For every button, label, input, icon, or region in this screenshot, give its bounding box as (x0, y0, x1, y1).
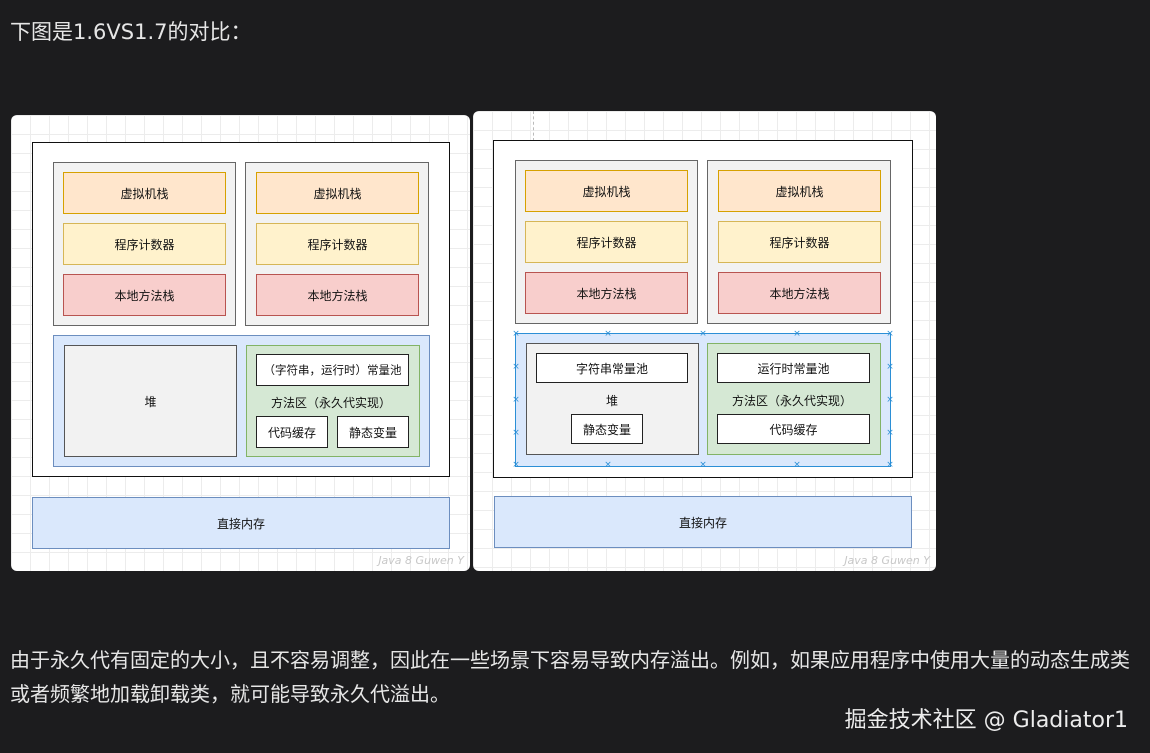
selection-handle-icon[interactable]: × (512, 362, 520, 372)
guide-line (533, 111, 534, 141)
direct-memory: 直接内存 (494, 496, 912, 548)
runtime-constant-pool: 运行时常量池 (717, 353, 870, 383)
pc-register: 程序计数器 (256, 223, 419, 265)
method-area-label: 方法区（永久代实现） (271, 396, 392, 410)
watermark: Java 8 Guwen Y (378, 554, 464, 567)
native-method-stack: 本地方法栈 (525, 272, 688, 314)
vm-stack: 虚拟机栈 (718, 170, 881, 212)
selection-handle-icon[interactable]: × (512, 329, 520, 339)
code-cache: 代码缓存 (717, 414, 870, 444)
selection-handle-icon[interactable]: × (886, 329, 894, 339)
method-area-label: 方法区（永久代实现） (732, 394, 853, 408)
thread-1: 虚拟机栈 程序计数器 本地方法栈 (53, 162, 236, 326)
shared-memory-area: 堆 （字符串，运行时）常量池 方法区（永久代实现） 代码缓存 静态变量 (53, 335, 430, 467)
page-heading: 下图是1.6VS1.7的对比： (10, 20, 252, 44)
native-method-stack: 本地方法栈 (256, 274, 419, 316)
method-area-permgen: （字符串，运行时）常量池 方法区（永久代实现） 代码缓存 静态变量 (246, 345, 420, 457)
heap: 字符串常量池 堆 静态变量 (526, 343, 699, 455)
method-area-permgen: 运行时常量池 方法区（永久代实现） 代码缓存 (707, 343, 881, 455)
selection-handle-icon[interactable]: × (793, 329, 801, 339)
direct-memory: 直接内存 (32, 497, 450, 549)
vm-stack: 虚拟机栈 (63, 172, 226, 214)
vm-stack: 虚拟机栈 (256, 172, 419, 214)
shared-memory-area: 字符串常量池 堆 静态变量 运行时常量池 方法区（永久代实现） 代码缓存 × ×… (512, 329, 894, 470)
jvm-runtime-frame: 虚拟机栈 程序计数器 本地方法栈 虚拟机栈 程序计数器 本地方法栈 字符串常量池… (493, 140, 913, 478)
selection-handle-icon[interactable]: × (512, 428, 520, 438)
vm-stack: 虚拟机栈 (525, 170, 688, 212)
selection-handle-icon[interactable]: × (604, 460, 612, 470)
static-variables: 静态变量 (571, 414, 643, 444)
selection-handle-icon[interactable]: × (699, 460, 707, 470)
native-method-stack: 本地方法栈 (63, 274, 226, 316)
thread-2: 虚拟机栈 程序计数器 本地方法栈 (245, 162, 429, 326)
selection-handle-icon[interactable]: × (512, 460, 520, 470)
diagram-jdk-1-7: 虚拟机栈 程序计数器 本地方法栈 虚拟机栈 程序计数器 本地方法栈 字符串常量池… (473, 111, 936, 571)
selection-handle-icon[interactable]: × (604, 329, 612, 339)
native-method-stack: 本地方法栈 (718, 272, 881, 314)
pc-register: 程序计数器 (718, 221, 881, 263)
selection-handle-icon[interactable]: × (886, 362, 894, 372)
thread-1: 虚拟机栈 程序计数器 本地方法栈 (515, 160, 698, 324)
string-constant-pool: 字符串常量池 (536, 353, 688, 383)
constant-pool: （字符串，运行时）常量池 (256, 354, 409, 386)
pc-register: 程序计数器 (63, 223, 226, 265)
selection-handle-icon[interactable]: × (512, 395, 520, 405)
heap: 堆 (64, 345, 237, 457)
selection-handle-icon[interactable]: × (886, 395, 894, 405)
selection-handle-icon[interactable]: × (793, 460, 801, 470)
jvm-runtime-frame: 虚拟机栈 程序计数器 本地方法栈 虚拟机栈 程序计数器 本地方法栈 堆 （字符串… (32, 142, 450, 477)
selection-handle-icon[interactable]: × (886, 428, 894, 438)
selection-handle-icon[interactable]: × (886, 460, 894, 470)
explanation-paragraph: 由于永久代有固定的大小，且不容易调整，因此在一些场景下容易导致内存溢出。例如，如… (10, 648, 1130, 706)
site-credit: 掘金技术社区 @ Gladiator1 (844, 708, 1128, 733)
heap-label: 堆 (606, 394, 619, 408)
pc-register: 程序计数器 (525, 221, 688, 263)
diagram-jdk-1-6: 虚拟机栈 程序计数器 本地方法栈 虚拟机栈 程序计数器 本地方法栈 堆 （字符串… (11, 115, 470, 571)
thread-2: 虚拟机栈 程序计数器 本地方法栈 (707, 160, 891, 324)
watermark: Java 8 Guwen Y (844, 554, 930, 567)
selection-handle-icon[interactable]: × (699, 329, 707, 339)
static-variables: 静态变量 (337, 416, 409, 448)
code-cache: 代码缓存 (256, 416, 328, 448)
